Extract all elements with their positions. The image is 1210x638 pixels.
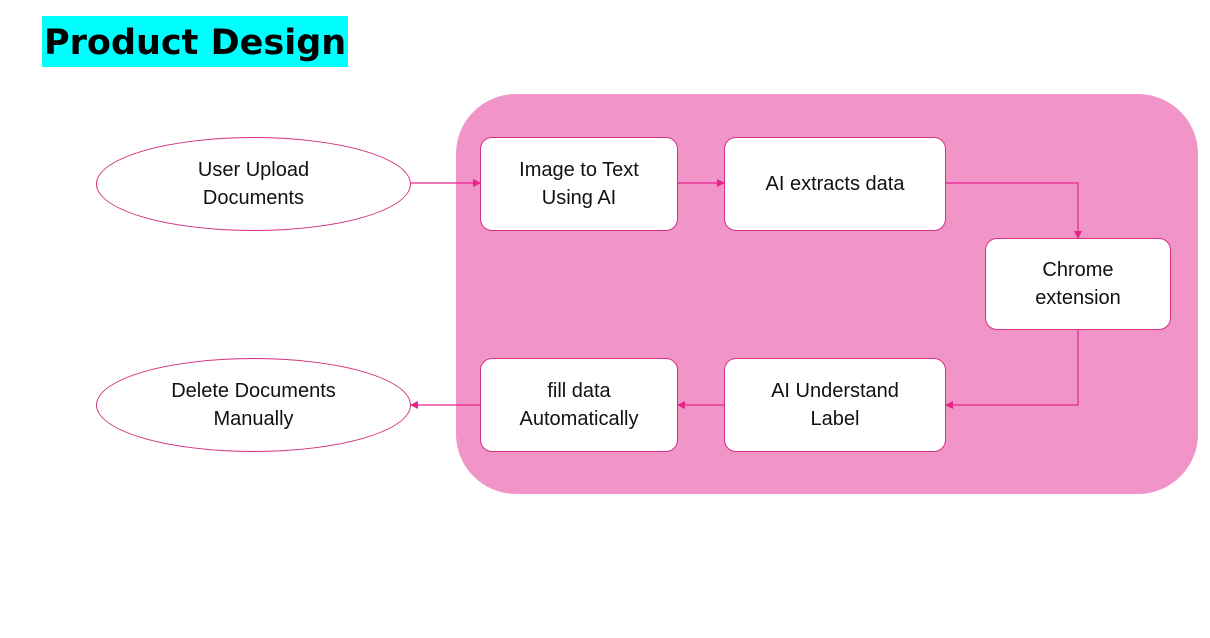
node-fill-data: fill data Automatically (480, 358, 678, 452)
node-chrome-extension-label: Chrome extension (1035, 259, 1121, 309)
node-fill-data-label: fill data Automatically (519, 380, 639, 430)
node-ai-understand: AI Understand Label (724, 358, 946, 452)
node-ai-understand-label: AI Understand Label (771, 380, 899, 430)
edge-extract-to-chrome (946, 182, 1082, 239)
node-delete-documents: Delete Documents Manually (96, 358, 411, 452)
node-user-upload-label: User Upload Documents (197, 159, 310, 209)
node-delete-documents-label: Delete Documents Manually (171, 380, 336, 430)
node-image-to-text: Image to Text Using AI (480, 137, 678, 231)
node-ai-extracts: AI extracts data (724, 137, 946, 231)
node-chrome-extension: Chrome extension (985, 238, 1171, 330)
node-ai-extracts-label: AI extracts data (765, 173, 905, 195)
edge-chrome-to-understand (945, 330, 1079, 409)
node-image-to-text-label: Image to Text Using AI (519, 159, 639, 209)
page-title: Product Design (42, 16, 349, 67)
node-user-upload: User Upload Documents (96, 137, 411, 231)
